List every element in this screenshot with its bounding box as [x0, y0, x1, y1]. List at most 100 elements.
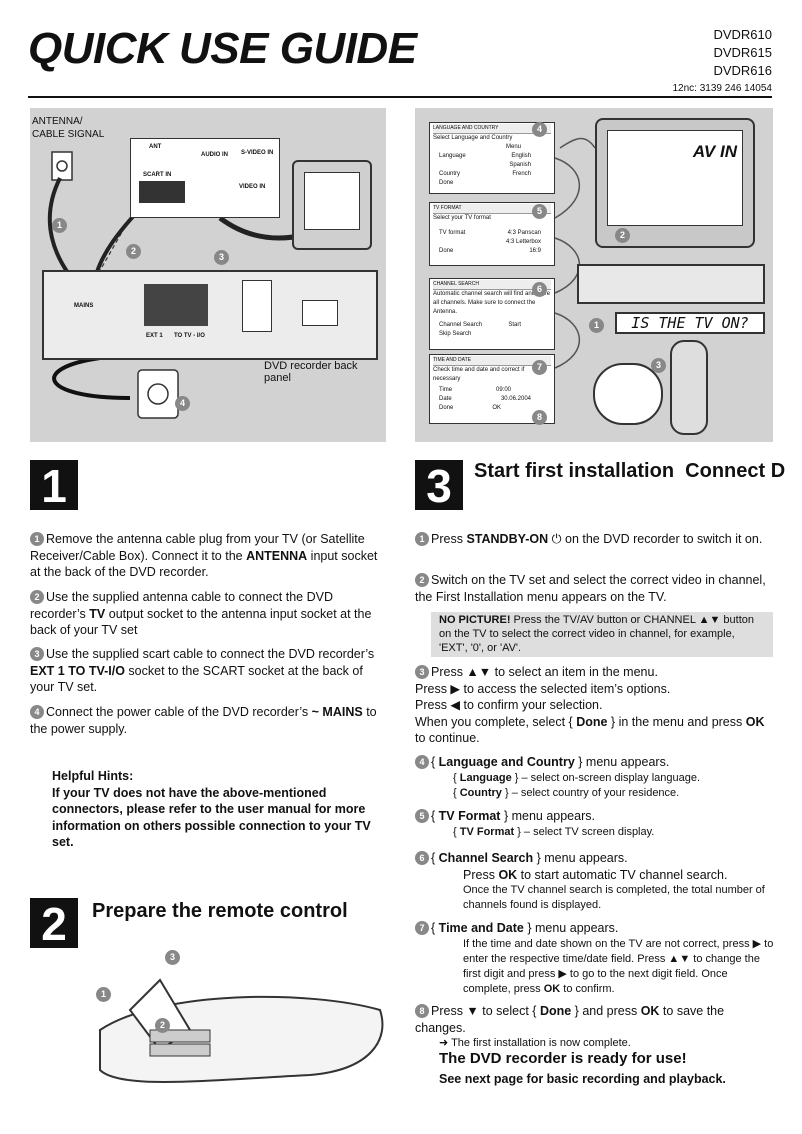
- menu-row-value: French: [512, 171, 531, 177]
- model-list: DVDR610 DVDR615 DVDR616: [713, 26, 772, 80]
- menu-row-label: Done: [439, 180, 454, 186]
- antenna-label: CABLE SIGNAL: [32, 129, 105, 140]
- step-text: Press STANDBY-ON ⏻ on the DVD recorder t…: [431, 532, 763, 546]
- dvd-back-panel: EXT 1 TO TV - I/O MAINS: [42, 270, 378, 360]
- menu-row-value: 4:3 Letterbox: [505, 239, 541, 245]
- menu-subheader: Select your TV format: [433, 215, 491, 221]
- totv-label: TO TV - I/O: [174, 333, 205, 339]
- page-title: QUICK USE GUIDE: [28, 24, 417, 73]
- section-heading-cut: Connect D: [685, 460, 786, 482]
- step-item: 7{ Time and Date } menu appears. If the …: [415, 920, 777, 997]
- step-badge: 8: [532, 410, 547, 425]
- step-text: { Channel Search } menu appears.: [431, 851, 628, 865]
- model-number: DVDR615: [713, 45, 772, 60]
- tv-illustration: [292, 160, 372, 250]
- step-badge: 4: [175, 396, 190, 411]
- audio-in-label: AUDIO IN: [201, 152, 228, 158]
- step-badge: 1: [589, 318, 604, 333]
- menu-row-value: Start: [508, 322, 521, 328]
- menu-row-label: Done: [439, 405, 454, 411]
- part-number: 12nc: 3139 246 14054: [672, 83, 772, 94]
- step-number: 4: [30, 705, 44, 719]
- step-badge: 3: [165, 950, 180, 965]
- lcd-display: IS THE TV ON?: [615, 312, 765, 334]
- menu-row-value: 16:9: [529, 248, 541, 254]
- step-number: 1: [30, 532, 44, 546]
- menu-header: CHANNEL SEARCH: [433, 280, 551, 290]
- menu-row-label: Country: [439, 171, 461, 177]
- flow-arrows: [554, 137, 596, 369]
- antenna-label: ANTENNA/: [32, 116, 83, 127]
- section-number: 3: [415, 460, 463, 512]
- step-badge: 2: [615, 228, 630, 243]
- step-badge: 1: [52, 218, 67, 233]
- step-badge: 2: [155, 1018, 170, 1033]
- helpful-hints: Helpful Hints: If your TV does not have …: [52, 768, 392, 851]
- step-detail: ➜ The first installation is now complete…: [439, 1037, 631, 1049]
- section-heading: Prepare the remote control: [92, 900, 348, 922]
- ready-message: The DVD recorder is ready for use!: [439, 1050, 687, 1067]
- section-heading-text: Start first installation: [474, 460, 675, 482]
- step-text: { Time and Date } menu appears.: [431, 921, 619, 935]
- menu-header: LANGUAGE AND COUNTRY: [433, 124, 551, 134]
- step-item: 4{ Language and Country } menu appears. …: [415, 754, 775, 801]
- step-number: 5: [415, 809, 429, 823]
- header-rule: [28, 96, 772, 98]
- section-number: 2: [30, 898, 78, 950]
- hints-body: If your TV does not have the above-menti…: [52, 785, 371, 850]
- step-detail: If the time and date shown on the TV are…: [463, 937, 774, 995]
- step-text: Press ▲▼ to select an item in the menu.P…: [415, 665, 765, 745]
- menu-row-value: English: [511, 153, 531, 159]
- menu-header: TV FORMAT: [433, 204, 551, 214]
- step-text: Use the supplied scart cable to connect …: [30, 647, 375, 694]
- connection-diagram: ANTENNA/ CABLE SIGNAL ANT AUDIO IN S-VID…: [30, 108, 386, 442]
- menu-row-value: OK: [492, 405, 501, 411]
- menu-subheader: Automatic channel search will find and s…: [433, 291, 551, 315]
- menu-col-head: Menu: [505, 144, 521, 150]
- step-detail: { Language } – select on-screen display …: [453, 771, 701, 784]
- menu-row-value: 09:00: [495, 387, 511, 393]
- dvd-recorder-front: [577, 264, 765, 304]
- video-in-label: VIDEO IN: [239, 184, 266, 190]
- step-text: Use the supplied antenna cable to connec…: [30, 590, 372, 637]
- menu-subheader: Check time and date and correct if neces…: [433, 367, 525, 382]
- next-page-note: See next page for basic recording and pl…: [439, 1072, 726, 1086]
- tv-illustration: AV IN: [595, 118, 755, 248]
- coax-socket: [302, 300, 338, 326]
- scart-socket: [139, 181, 185, 203]
- tv-connectors: ANT AUDIO IN S-VIDEO IN SCART IN VIDEO I…: [130, 138, 280, 218]
- mains-label: MAINS: [74, 303, 94, 309]
- step-badge: 5: [532, 204, 547, 219]
- menu-row-label: Done: [439, 248, 454, 254]
- step-badge: 2: [126, 244, 141, 259]
- step-detail: Press OK to start automatic TV channel s…: [463, 867, 728, 882]
- step-number: 2: [30, 590, 44, 604]
- step-badge: 6: [532, 282, 547, 297]
- ant-label: ANT: [149, 144, 162, 150]
- scart-socket: [144, 284, 208, 326]
- menu-row-label: Time: [439, 387, 453, 393]
- step-text: { Language and Country } menu appears.: [431, 755, 670, 769]
- battery-illustration: [60, 950, 390, 1100]
- step-text: Press ▼ to select { Done } and press OK …: [415, 1004, 725, 1035]
- step-number: 1: [415, 532, 429, 546]
- no-picture-note: NO PICTURE! Press the TV/AV button or CH…: [431, 612, 773, 657]
- step-item: 5{ TV Format } menu appears. { TV Format…: [415, 808, 775, 840]
- menu-row-label: TV format: [439, 230, 466, 236]
- step-text: { TV Format } menu appears.: [431, 809, 595, 823]
- remote-illustration: [670, 340, 708, 435]
- ext-label: EXT 1: [146, 333, 163, 339]
- step-number: 7: [415, 921, 429, 935]
- section-heading: Start first installation Connect D: [474, 460, 785, 483]
- step-text: Remove the antenna cable plug from your …: [30, 532, 378, 579]
- installation-diagram: LANGUAGE AND COUNTRY Select Language and…: [415, 108, 773, 442]
- svideo-in-label: S-VIDEO IN: [241, 150, 274, 156]
- av-in-text: AV IN: [692, 142, 737, 161]
- step-number: 3: [415, 665, 429, 679]
